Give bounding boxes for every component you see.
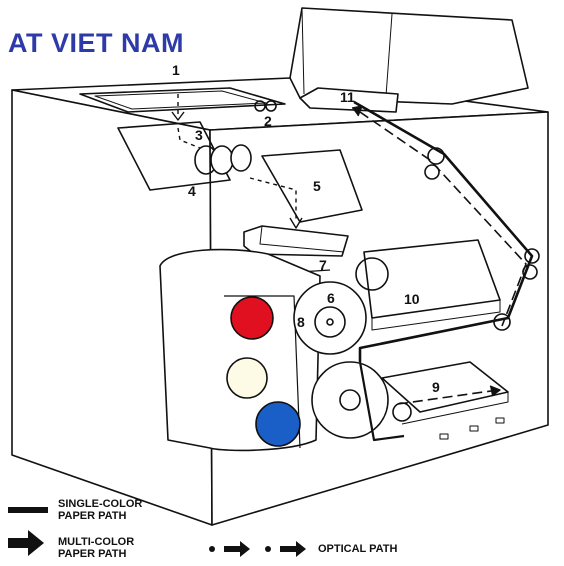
callout-10: 10 xyxy=(404,291,420,307)
callout-11: 11 xyxy=(340,89,355,105)
single-color-legend-symbol xyxy=(8,507,48,513)
callout-8: 8 xyxy=(297,314,305,330)
mirror-panel-b xyxy=(261,149,363,223)
lens-right xyxy=(230,144,252,172)
scan-head xyxy=(299,87,399,113)
brand-watermark: AT VIET NAM xyxy=(8,28,184,58)
optical-path xyxy=(177,94,297,222)
single-color-paper-path xyxy=(353,100,534,362)
callout-9: 9 xyxy=(432,379,440,395)
callout-2: 2 xyxy=(264,113,272,129)
cream-toner-cartridge xyxy=(226,357,268,399)
single-color-legend-label: SINGLE-COLOR PAPER PATH xyxy=(58,498,143,522)
callout-4: 4 xyxy=(188,183,196,199)
document-glass xyxy=(79,87,286,113)
transfer-drum xyxy=(311,361,389,439)
optical-path-legend-symbol xyxy=(209,541,306,557)
optical-path-legend-label: OPTICAL PATH xyxy=(318,543,398,555)
blue-toner-cartridge xyxy=(255,401,301,447)
fuser-roller xyxy=(355,257,389,291)
callout-1: 1 xyxy=(172,62,180,78)
multi-color-legend-label: MULTI-COLOR PAPER PATH xyxy=(58,536,135,560)
photoreceptor-drum xyxy=(293,281,367,355)
callout-6: 6 xyxy=(327,290,335,306)
multi-color-legend-symbol xyxy=(8,530,44,556)
multi-color-paper-path xyxy=(359,111,527,327)
lens-mid xyxy=(210,145,234,175)
toner-housing xyxy=(159,248,321,452)
red-toner-cartridge xyxy=(230,296,274,340)
callout-5: 5 xyxy=(313,178,321,194)
mirror-panel-a xyxy=(117,121,231,191)
callout-3: 3 xyxy=(195,127,203,143)
callout-7: 7 xyxy=(319,257,327,273)
